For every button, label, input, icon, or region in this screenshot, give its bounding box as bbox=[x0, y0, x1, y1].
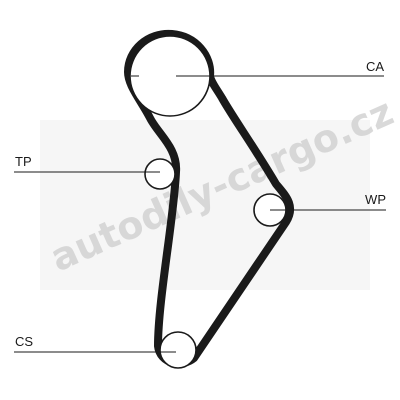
crankshaft-pulley bbox=[159, 331, 197, 369]
water-pump-label: WP bbox=[365, 192, 386, 207]
camshaft-label: CA bbox=[366, 59, 384, 74]
background-panel bbox=[40, 120, 370, 290]
tension-pulley bbox=[144, 158, 176, 190]
crankshaft-label: CS bbox=[15, 334, 33, 349]
timing-belt bbox=[124, 29, 295, 368]
tension-pulley-label: TP bbox=[15, 154, 32, 169]
